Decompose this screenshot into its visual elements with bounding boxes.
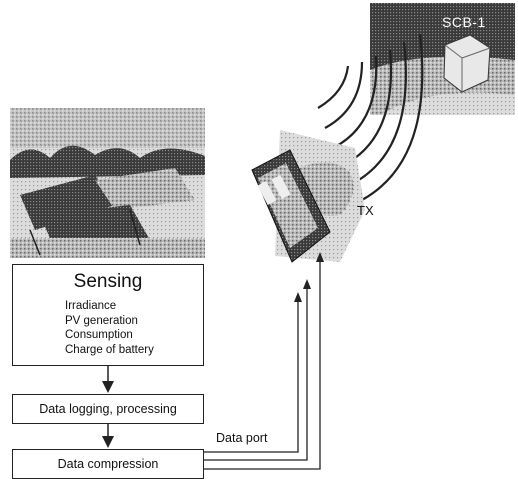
- satellite-photo: [370, 3, 515, 115]
- transmitter-photo: [251, 130, 365, 263]
- data-logging-box: Data logging, processing: [12, 394, 204, 424]
- data-port-connectors: [204, 258, 321, 470]
- radio-waves: [317, 33, 424, 201]
- sensing-title: Sensing: [73, 271, 143, 292]
- data-logging-label: Data logging, processing: [39, 402, 177, 416]
- sensing-list: Irradiance PV generation Consumption Cha…: [65, 299, 154, 357]
- data-port-label: Data port: [216, 431, 268, 445]
- pv-station-photo: [10, 108, 205, 258]
- tx-label: TX: [357, 203, 374, 218]
- connector-arrowheads: [294, 252, 324, 302]
- sensing-item-battery-charge: Charge of battery: [65, 343, 154, 356]
- sensing-item-irradiance: Irradiance: [65, 300, 117, 312]
- data-compression-label: Data compression: [57, 457, 159, 471]
- sensing-box: Sensing Irradiance PV generation Consump…: [12, 264, 204, 366]
- sensing-item-pv-generation: PV generation: [65, 314, 138, 327]
- sensing-item-consumption: Consumption: [65, 329, 133, 341]
- satellite-label: SCB-1: [442, 14, 486, 30]
- data-compression-box: Data compression: [12, 449, 204, 479]
